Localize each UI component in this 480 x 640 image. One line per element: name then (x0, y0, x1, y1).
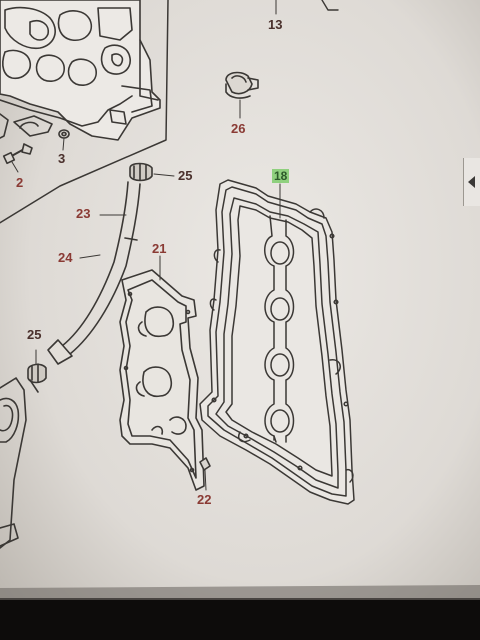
callout-22: 22 (197, 492, 212, 507)
callout-13: 13 (268, 17, 283, 32)
leader-line-2 (11, 161, 19, 173)
callout-2: 2 (16, 175, 24, 190)
bolt-part-2 (2, 143, 33, 165)
gasket-part-21 (119, 269, 205, 491)
clip-part-26 (225, 71, 259, 99)
callout-26: 26 (231, 121, 246, 136)
clamp-part-25-top (129, 162, 153, 182)
callout-3: 3 (58, 151, 66, 166)
callout-24: 24 (58, 250, 73, 265)
leader-line-24 (79, 254, 101, 259)
leader-line-25-top (153, 173, 175, 177)
side-panel-toggle[interactable] (463, 158, 480, 206)
screen-shadow (0, 585, 480, 600)
cylinder-head-part (0, 0, 169, 224)
chevron-left-icon (468, 176, 475, 188)
engine-fragment-left (0, 377, 39, 549)
breather-hose-part-24 (47, 181, 141, 365)
callout-25-lower: 25 (27, 327, 42, 342)
monitor-bezel (0, 598, 480, 640)
callout-23: 23 (76, 206, 91, 221)
valve-cover-gasket-part-18 (199, 179, 355, 505)
bolt-part-22 (199, 457, 211, 491)
callout-21: 21 (152, 241, 167, 256)
callout-18-highlighted: 18 (272, 169, 290, 183)
leader-line-3 (62, 137, 65, 151)
washer-part-3 (58, 129, 70, 139)
callout-25-top: 25 (178, 168, 193, 183)
